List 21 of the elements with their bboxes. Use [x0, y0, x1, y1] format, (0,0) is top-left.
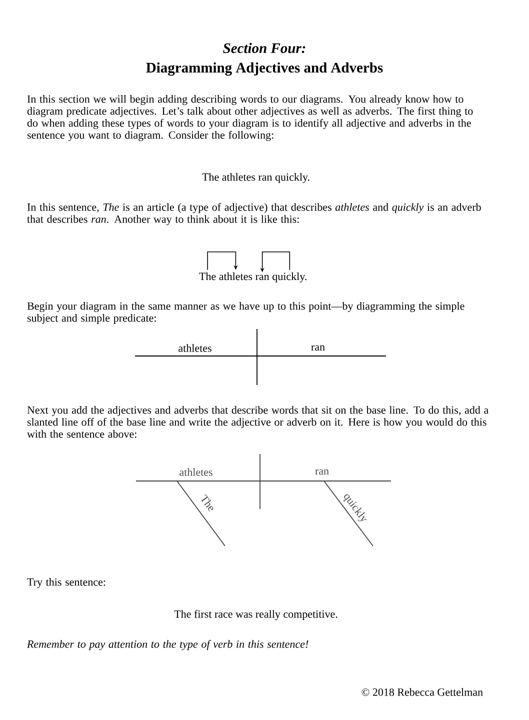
note: Remember to pay attention to the type of verb in this sentence!: [26, 640, 308, 650]
arrow: [207, 251, 238, 270]
paragraph: In this section we will begin adding describing words to our diagrams. You already know how to diagram predicate adjectives. Let’s talk about other adjectives as well as adverbs. The first thing to do when adding these types of words to your diagram is to identify all adjective and adverbs in the sentence you want to diagram. Consider the following:: [27, 95, 473, 141]
paragraph: Next you add the adjectives and adverbs that describe words that sit on the base line. To do this, add a slanted line off of the base line and write the adjective or adverb on it. Here is how you would do this with the sentence above:: [27, 406, 488, 438]
paragraph: In this sentence, The is an article (a type of adjective) that describes athletes and quickly is an adverb that describes ran. Another way to think about it is like this:: [27, 203, 481, 226]
diagram-word: The: [200, 494, 214, 512]
diagram-word: ran: [315, 469, 329, 475]
sentence-word: ran: [256, 274, 270, 280]
diagram-word: athletes: [178, 344, 212, 352]
title: Diagramming Adjectives and Adverbs: [146, 62, 383, 76]
paragraph: Begin your diagram in the same manner as we have up to this point—by diagramming the simple subject and simple predicate:: [27, 302, 464, 324]
diagram-word: athletes: [180, 468, 212, 476]
sentence-word: The: [199, 272, 216, 280]
copyright-notice: © 2018 Rebecca Gettelman: [362, 688, 483, 696]
sentence-word: athletes: [219, 272, 252, 280]
paragraph: Try this sentence:: [27, 578, 106, 588]
section-heading: Section Four:: [223, 42, 306, 54]
example-sentence: The athletes ran quickly.: [202, 173, 310, 183]
sentence-word: quickly.: [272, 272, 306, 282]
example-sentence: The first race was really competitive.: [174, 610, 338, 620]
diagram-word: ran: [311, 345, 325, 351]
